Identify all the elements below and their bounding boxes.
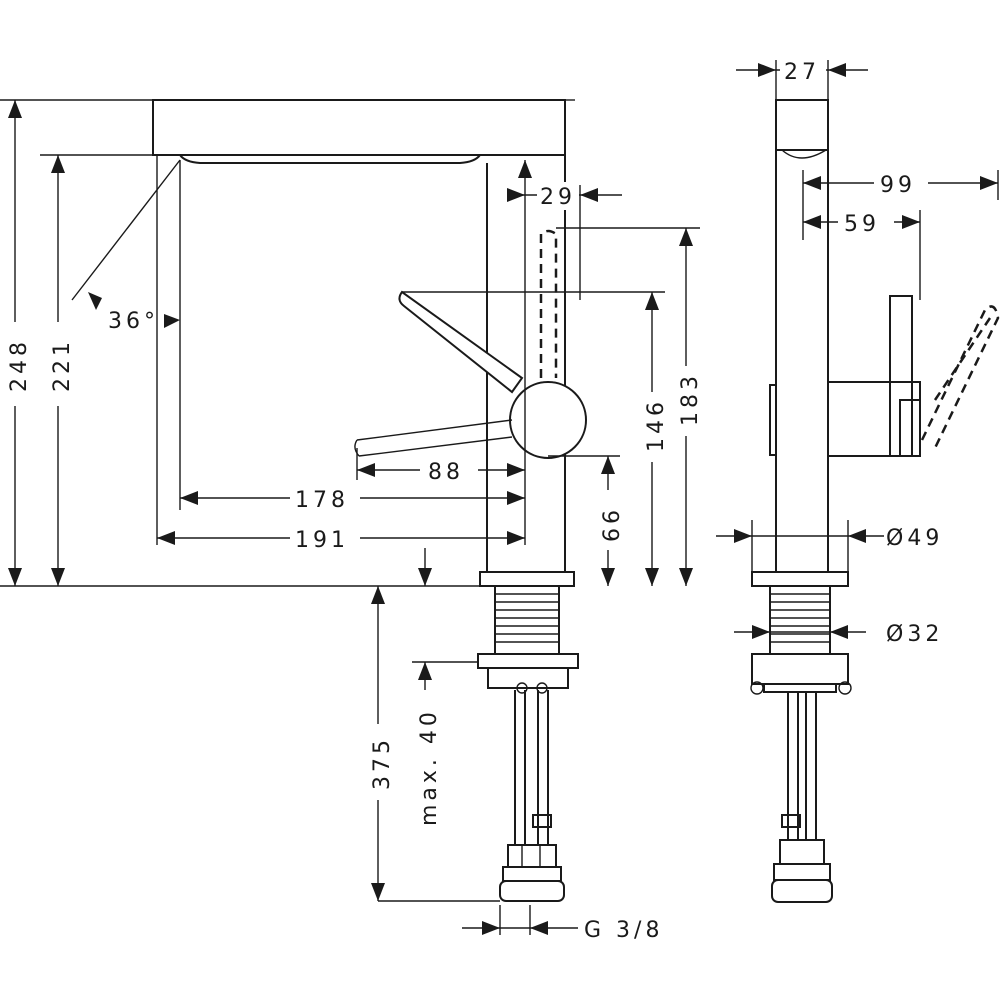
label-deck-thickness: max. 40 — [417, 708, 442, 826]
label-lever-width: 29 — [540, 185, 576, 210]
label-body-depth: 27 — [784, 60, 820, 85]
side-lever-dashed — [920, 305, 1000, 449]
side-mounting-nut — [751, 653, 849, 685]
threaded-shank — [494, 585, 560, 655]
dimension-lines — [0, 60, 999, 935]
lever-upright-position — [539, 229, 558, 378]
mounting-nut — [477, 653, 579, 669]
label-handle-lever-top: 183 — [678, 372, 703, 426]
mounting-washer — [487, 667, 569, 689]
label-handle-height: 66 — [600, 506, 625, 542]
label-spout-reach-inner: 178 — [295, 488, 349, 513]
label-base-diameter: Ø49 — [886, 526, 943, 551]
label-spout-reach-outer: 191 — [295, 528, 349, 553]
label-hose-length: 375 — [370, 736, 395, 790]
side-spout — [775, 99, 829, 151]
side-hose-fittings — [779, 839, 825, 865]
side-handle-block — [827, 381, 921, 457]
spout-underside — [179, 154, 481, 164]
dimension-labels: 248 221 36° 178 191 88 29 66 146 183 375… — [2, 56, 943, 943]
label-side-reach: 99 — [880, 173, 916, 198]
lever-lower-position — [354, 419, 513, 457]
side-hoses — [787, 692, 817, 840]
lever-handle — [398, 290, 524, 394]
spout-bar — [152, 99, 566, 156]
label-thread-diameter: Ø32 — [886, 622, 943, 647]
cartridge-knob — [509, 381, 587, 459]
hose-fittings — [507, 844, 557, 868]
label-connection: G 3/8 — [584, 918, 663, 943]
label-spout-angle: 36° — [108, 309, 159, 334]
side-base-plate — [751, 571, 849, 587]
base-plate — [479, 571, 575, 587]
front-view — [152, 99, 587, 902]
side-threaded-shank — [769, 585, 831, 655]
label-height-total: 248 — [7, 338, 32, 392]
label-side-reach-inner: 59 — [844, 212, 880, 237]
supply-hoses — [514, 690, 549, 845]
label-handle-top: 146 — [644, 398, 669, 452]
thread-lines — [495, 593, 559, 643]
label-height-spout: 221 — [50, 338, 75, 392]
side-view — [750, 99, 1000, 903]
label-handle-offset: 88 — [428, 460, 464, 485]
